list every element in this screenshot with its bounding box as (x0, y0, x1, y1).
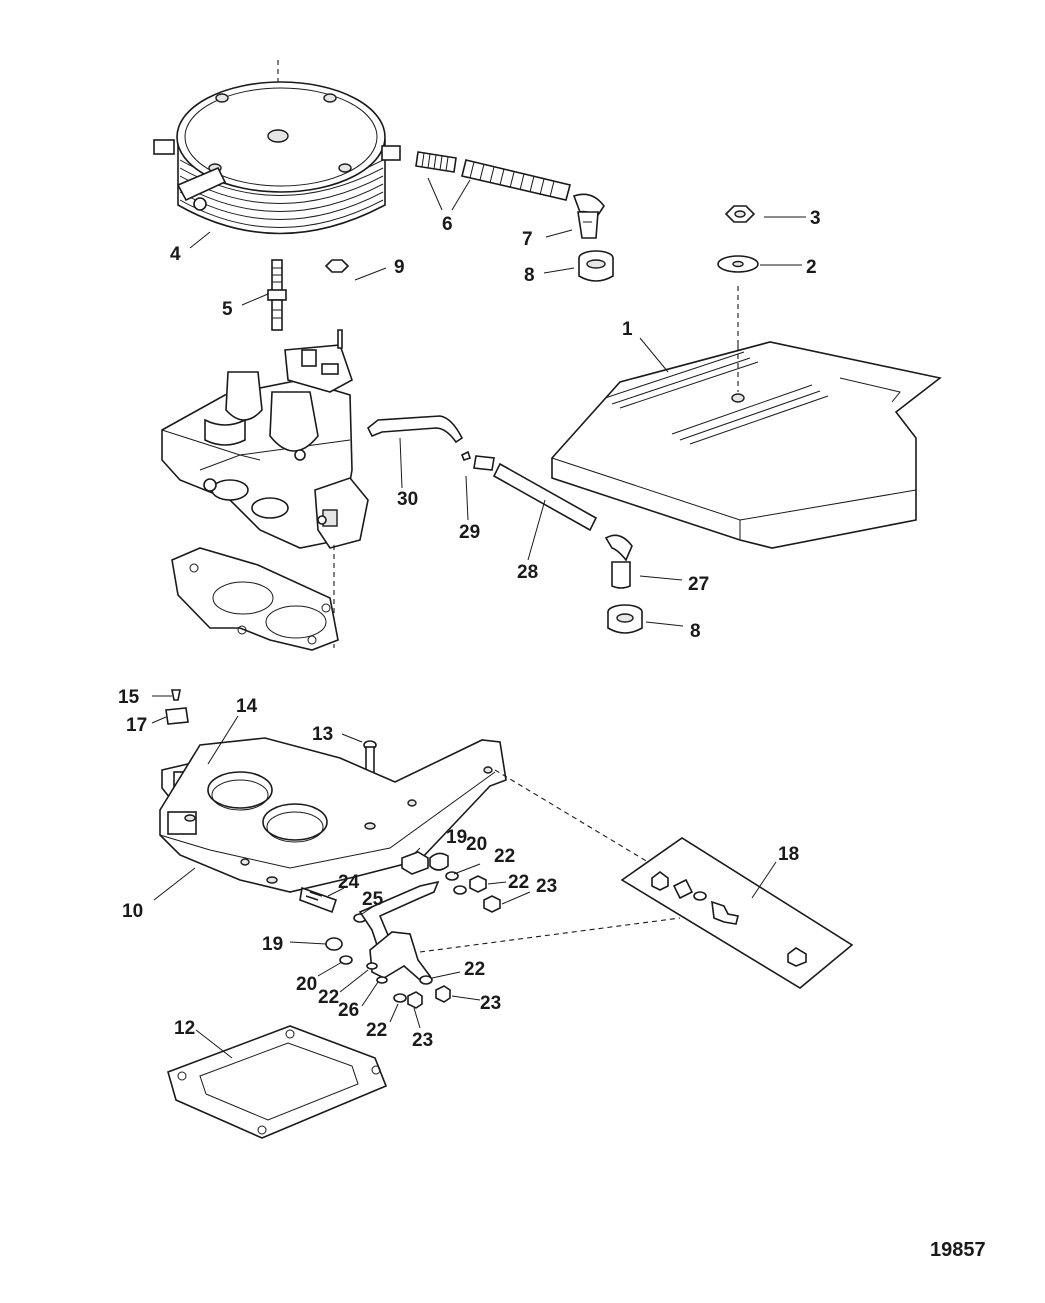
stud-and-nut (267, 259, 350, 331)
callout-29: 29 (459, 522, 480, 543)
callout-27: 27 (688, 574, 709, 595)
throttle-body-assembly (161, 329, 369, 651)
callout-20b: 20 (296, 974, 317, 995)
callout-19b: 19 (262, 934, 283, 955)
callout-25: 25 (362, 889, 384, 910)
callout-13: 13 (312, 724, 333, 745)
linkage-hardware (299, 851, 681, 1009)
callout-7: 7 (522, 229, 533, 250)
carburetor-gasket (167, 1025, 388, 1139)
callout-8b: 8 (690, 621, 701, 642)
callout-22a: 22 (494, 846, 515, 867)
callout-23c: 23 (480, 993, 501, 1014)
callout-22c: 22 (318, 987, 339, 1008)
callout-4: 4 (170, 244, 181, 265)
vent-hoses (415, 151, 614, 282)
callout-12: 12 (174, 1018, 195, 1039)
callout-9: 9 (394, 257, 405, 278)
callout-18: 18 (778, 844, 799, 865)
callout-22d: 22 (366, 1020, 387, 1041)
callout-24: 24 (338, 872, 360, 893)
cover-hardware (717, 205, 759, 345)
callout-labels: 1 2 3 4 5 6 7 8 9 30 29 28 27 8 15 17 14… (118, 208, 821, 1051)
hardware-kit-card (620, 837, 854, 989)
callout-23a: 23 (536, 876, 557, 897)
air-cleaner-assembly (153, 60, 401, 235)
callout-23b: 23 (412, 1030, 433, 1051)
callout-22b: 22 (508, 872, 529, 893)
callout-26: 26 (338, 1000, 359, 1021)
callout-20a: 20 (466, 834, 487, 855)
callout-17: 17 (126, 715, 147, 736)
callout-8a: 8 (524, 265, 535, 286)
callout-15: 15 (118, 687, 140, 708)
callout-3: 3 (810, 208, 821, 229)
pcv-hoses (366, 415, 643, 634)
callout-28: 28 (517, 562, 538, 583)
leader-lines (151, 177, 806, 1059)
callout-14: 14 (236, 696, 258, 717)
figure-number: 19857 (930, 1239, 986, 1261)
callout-10: 10 (122, 901, 143, 922)
callout-19a: 19 (446, 827, 467, 848)
callout-1: 1 (622, 319, 633, 340)
callout-5: 5 (222, 299, 233, 320)
callout-30: 30 (397, 489, 418, 510)
callout-6: 6 (442, 214, 453, 235)
callout-2: 2 (806, 257, 817, 278)
engine-cover (551, 341, 942, 549)
callout-22e: 22 (464, 959, 485, 980)
